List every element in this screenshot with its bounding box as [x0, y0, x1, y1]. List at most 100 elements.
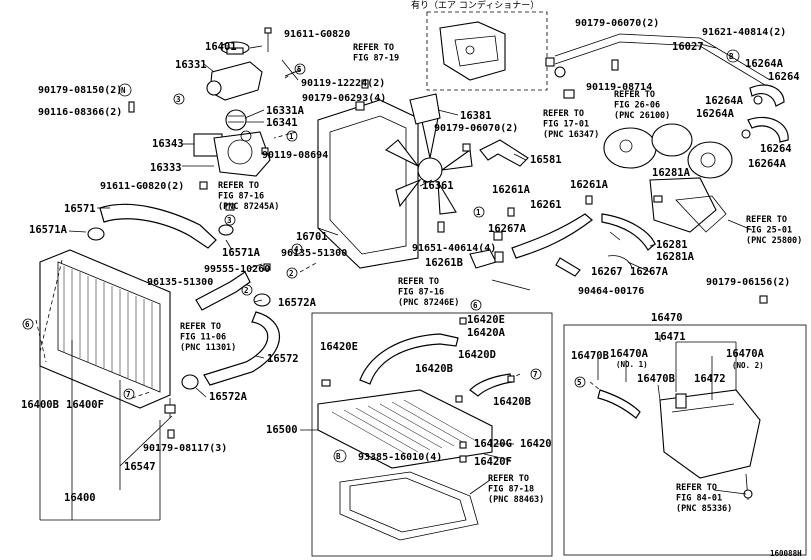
refer-line: (PNC 87245A)	[218, 202, 279, 212]
part-label-91611-g0820: 91611-G0820	[284, 29, 350, 40]
refer-line: FIG 25-01	[746, 226, 792, 236]
lower-radiator-hose	[203, 311, 280, 386]
refer-line: (PNC 87246E)	[398, 298, 459, 308]
refer-line: (PNC 11301)	[180, 343, 236, 353]
part-label-91611-g0820-2: 91611-G0820(2)	[100, 181, 184, 192]
throttle-body-cluster	[603, 123, 733, 233]
upper-hose-16420a	[359, 333, 459, 385]
part-label-93385-16010: 93385-16010(4)	[358, 452, 442, 463]
part-label-90179-06293: 90179-06293(4)	[302, 93, 386, 104]
radiator-assembly	[39, 249, 171, 409]
refer-line: FIG 87-18	[488, 485, 534, 495]
callout-text-1-a: 1	[289, 132, 294, 141]
upper-radiator-hose	[99, 203, 217, 249]
refer-line: REFER TO	[218, 181, 259, 191]
callout-1-b	[473, 206, 485, 218]
refer-line: REFER TO	[676, 483, 717, 493]
part-label-90119-08714: 90119-08714	[586, 82, 652, 93]
part-label-16547: 16547	[124, 461, 156, 473]
clamp-90464	[555, 257, 581, 277]
callout-text-b-bot: B	[336, 452, 341, 461]
part-label-16264-top: 16264	[768, 71, 800, 83]
callout-text-3-b: 3	[227, 216, 232, 225]
hose-16264-mid	[747, 116, 789, 143]
part-label-16261: 16261	[530, 199, 562, 211]
reserve-tank-box	[563, 324, 807, 556]
callout-text-7-b: 7	[533, 370, 538, 379]
callout-text-3-a: 3	[176, 95, 181, 104]
callout-text-6-b: 6	[473, 301, 478, 310]
part-label-16343: 16343	[152, 138, 184, 150]
part-label-16470a-no2: (NO. 2)	[732, 361, 764, 370]
callout-glyphs: 5 3 1 N 3 4 2 2 6 7 1 B 6 7 B 5	[25, 52, 734, 461]
part-label-16420e-top: 16420E	[467, 314, 505, 326]
part-label-90179-06070-top: 90179-06070(2)	[575, 18, 659, 29]
callout-text-n: N	[121, 86, 126, 95]
bypass-hose	[195, 271, 251, 311]
callout-text-1-b: 1	[476, 208, 481, 217]
callout-5-b	[574, 376, 586, 388]
part-label-16264a-4: 16264A	[748, 158, 787, 170]
part-label-16264a-1: 16264A	[745, 58, 784, 70]
part-label-16267a-b: 16267A	[630, 266, 669, 278]
water-hose-16281	[601, 213, 656, 251]
part-label-90119-08694: 90119-08694	[262, 150, 328, 161]
thermostat	[225, 109, 247, 131]
refer-line: REFER TO	[353, 43, 394, 53]
hose-bracket	[479, 139, 529, 167]
part-label-16470a-b: 16470A	[726, 348, 765, 360]
callout-text-2-a: 2	[289, 269, 294, 278]
callout-b-top	[726, 49, 740, 63]
callout-text-4: 4	[294, 245, 299, 254]
part-label-16267: 16267	[591, 266, 623, 278]
tank-cap	[675, 393, 687, 409]
fan-shroud	[317, 99, 419, 269]
callout-4	[291, 243, 303, 255]
part-label-16472: 16472	[694, 373, 726, 385]
part-label-16267a-a: 16267A	[488, 223, 527, 235]
ac-bracket-detail	[454, 35, 499, 67]
hose-16264-top	[749, 84, 785, 107]
part-label-16420: 16420	[520, 438, 552, 450]
part-label-16572: 16572	[267, 353, 299, 365]
ac-compressor-bracket	[439, 21, 506, 81]
part-label-16400b: 16400B	[21, 399, 59, 411]
part-label-16470b-a: 16470B	[571, 350, 609, 362]
part-label-16420b-right: 16420B	[493, 396, 531, 408]
callout-6-a	[22, 318, 34, 330]
header-note: 有り（エア コンディショナー）	[411, 0, 539, 11]
part-label-16261b: 16261B	[425, 257, 463, 269]
part-label-16400f: 16400F	[66, 399, 104, 411]
refer-line: FIG 17-01	[543, 120, 589, 130]
callout-n	[118, 83, 132, 97]
refer-line: (PNC 26100)	[614, 111, 670, 121]
leader-lines	[39, 43, 753, 521]
part-label-16470a-a: 16470A	[610, 348, 649, 360]
callout-text-b-top: B	[729, 52, 734, 61]
part-label-16281a-bot: 16281A	[656, 251, 695, 263]
part-label-16331a: 16331A	[266, 105, 305, 117]
part-label-91651-40614: 91651-40614(4)	[412, 243, 496, 254]
part-label-16571a-left: 16571A	[29, 224, 68, 236]
refer-line: REFER TO	[180, 322, 221, 332]
callout-b-bot	[333, 449, 347, 463]
part-label-16333: 16333	[150, 162, 182, 174]
callout-text-6-a: 6	[25, 320, 30, 329]
part-label-16264a-2: 16264A	[705, 95, 744, 107]
callout-text-5-b: 5	[577, 378, 582, 387]
refer-line: REFER TO	[614, 90, 655, 100]
callout-2-a	[286, 267, 298, 279]
refer-line: FIG 87-16	[398, 288, 444, 298]
callout-6-b	[470, 299, 482, 311]
